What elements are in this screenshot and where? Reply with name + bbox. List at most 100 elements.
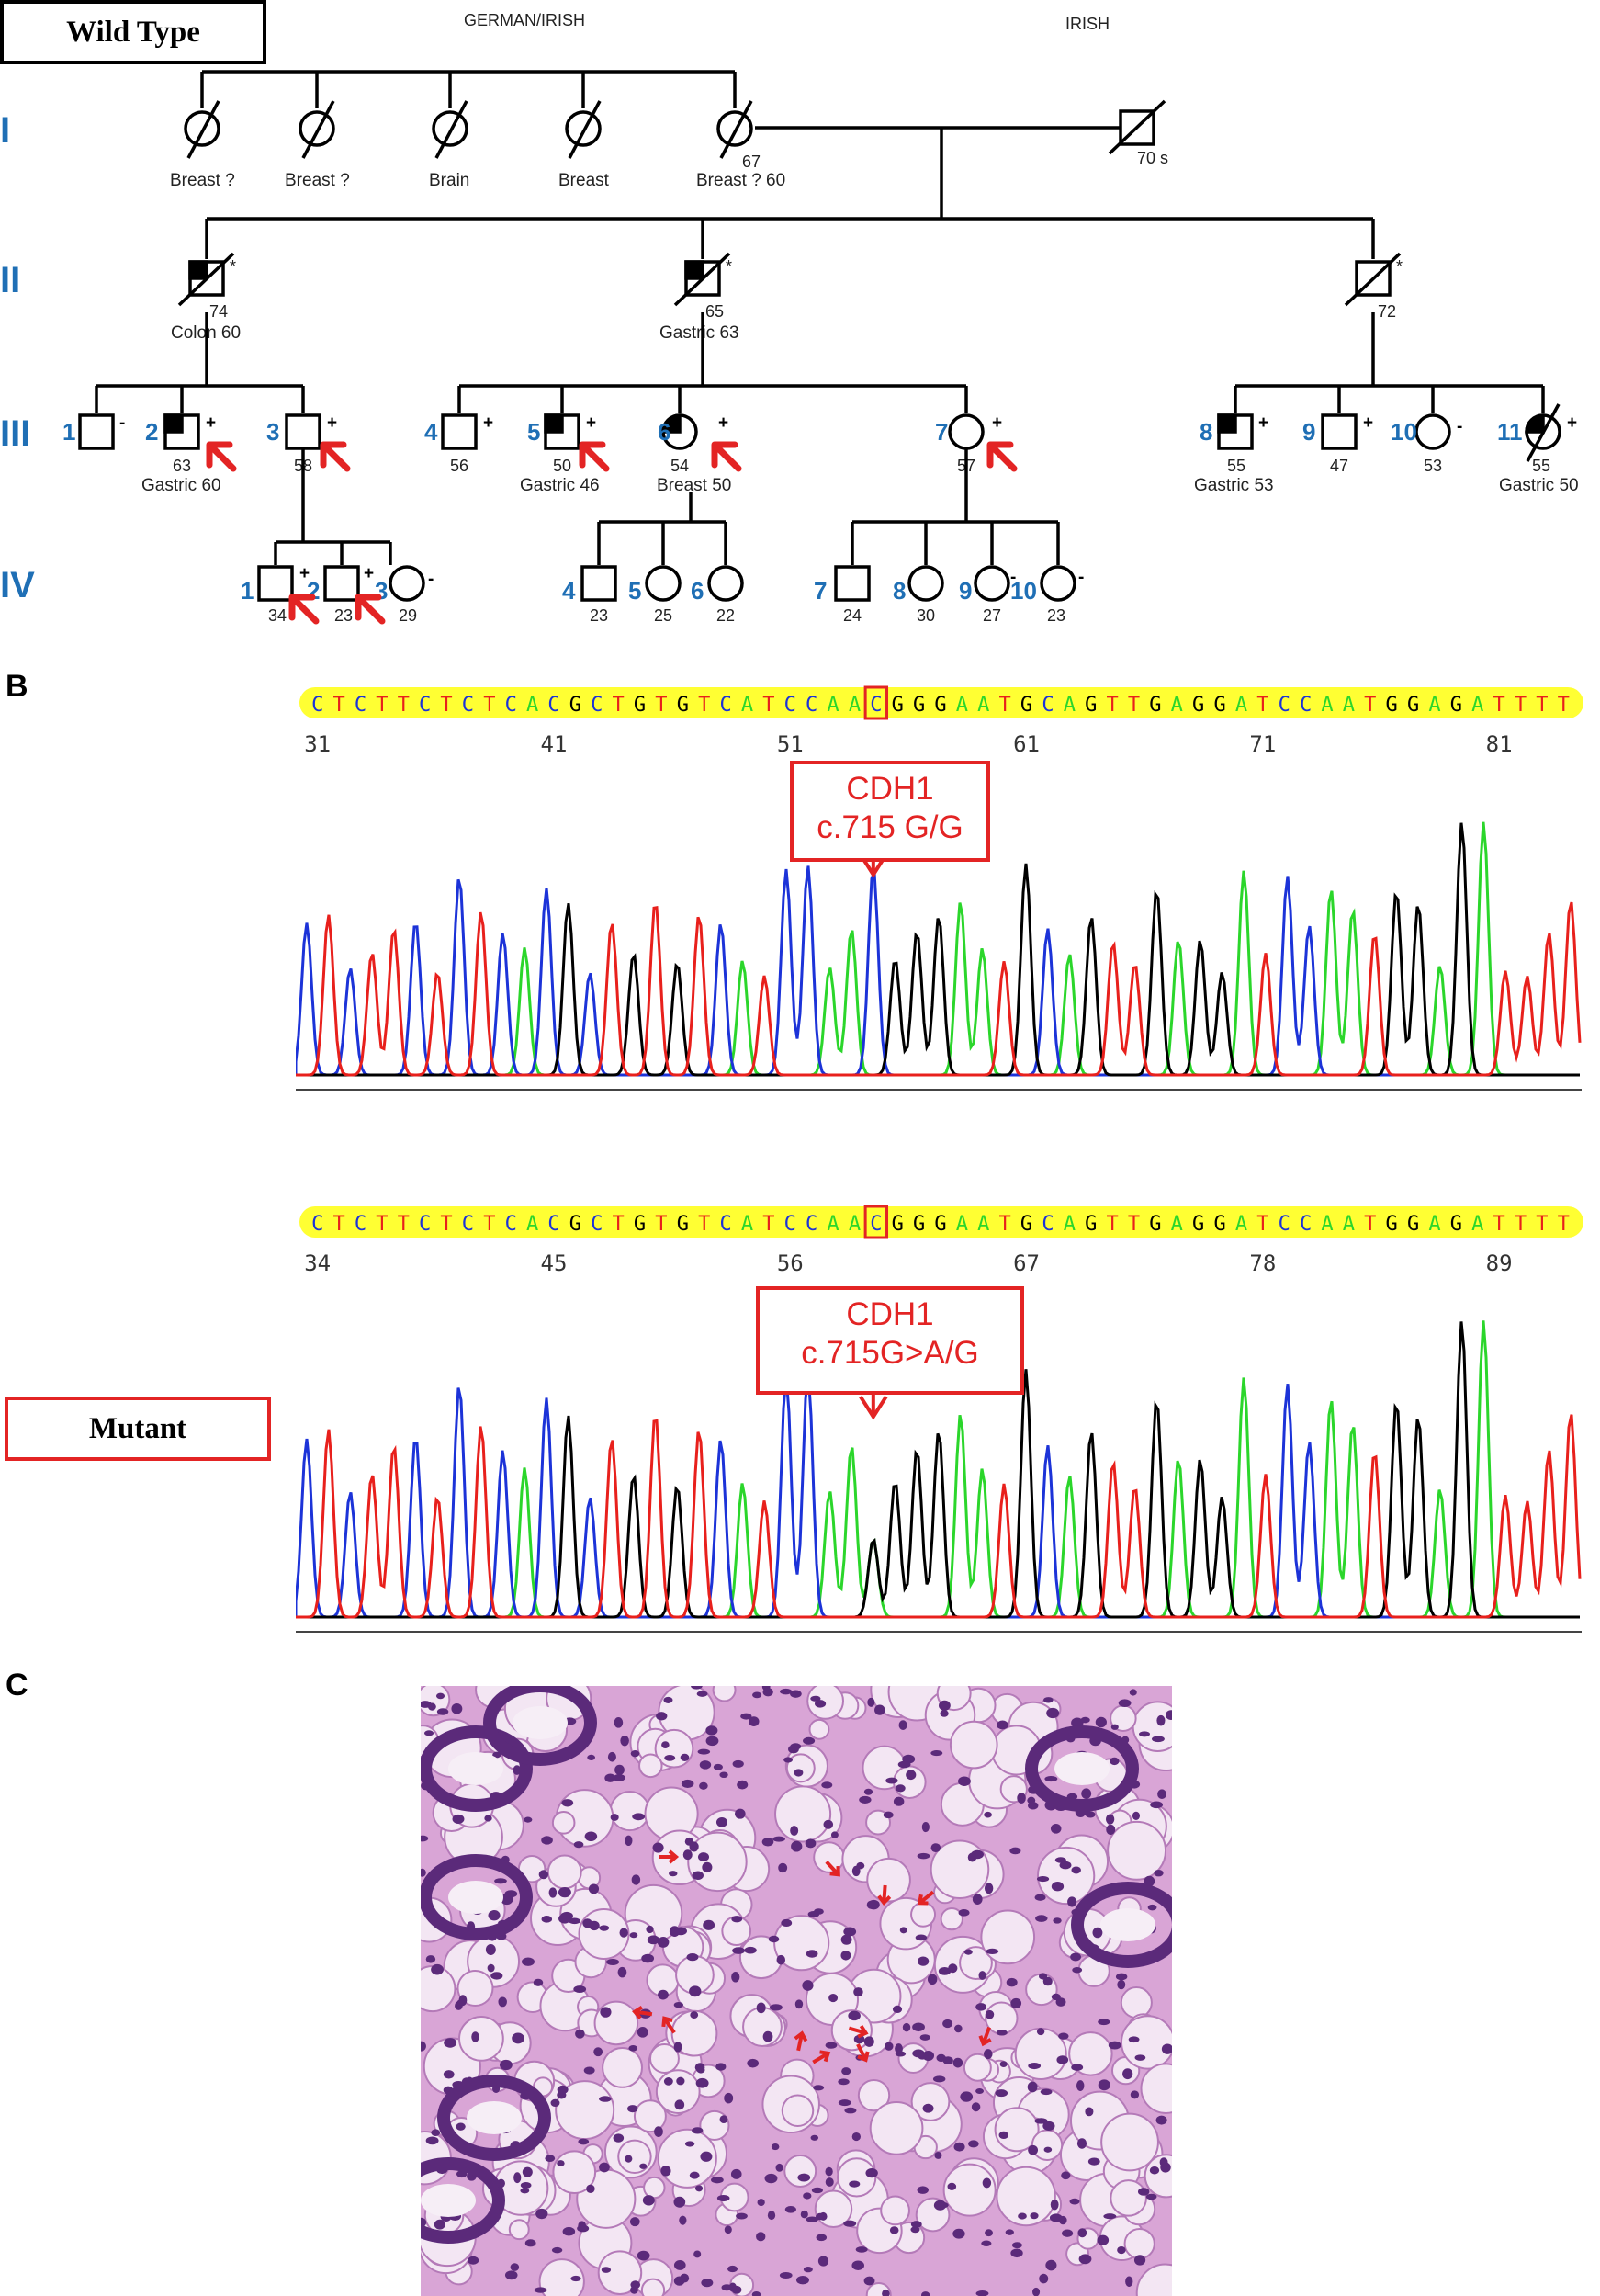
mutant-callout: CDH1 c.715G>A/G — [756, 1286, 1024, 1395]
pedigree-female-iii10 — [1414, 413, 1451, 450]
mutant-base: T — [613, 1213, 625, 1236]
wild-type-callout-variant: c.715 G/G — [817, 809, 963, 845]
mutant-base: T — [655, 1213, 667, 1236]
wild-type-callout-gene: CDH1 — [846, 771, 934, 807]
wild-type-base: T — [398, 694, 410, 717]
mutant-base: C — [311, 1213, 323, 1236]
wild-type-trace-T — [296, 901, 1582, 1077]
mutant-base: G — [934, 1213, 946, 1236]
mutant-base: A — [1235, 1213, 1247, 1236]
pedigree-female-iv5 — [645, 565, 682, 602]
pedigree-male-iii8-affected — [1217, 413, 1254, 450]
gen1-spouse-age: 70 s — [1137, 149, 1168, 167]
mutant-base: C — [1300, 1213, 1312, 1236]
mutant-base: G — [892, 1213, 904, 1236]
gen3-age-4: 56 — [450, 457, 468, 475]
wild-type-base: T — [999, 694, 1011, 717]
pedigree-female-iv6 — [707, 565, 744, 602]
pedigree-male-ii2-affected — [673, 252, 731, 307]
gen3-note-11: Gastric 50 — [1499, 476, 1579, 495]
mutant-base: T — [698, 1213, 710, 1236]
gen4-age-6: 22 — [716, 606, 735, 625]
mutant-base: T — [440, 1213, 452, 1236]
gen3-id-7: 7 — [935, 418, 948, 446]
wild-type-base: G — [1020, 694, 1032, 717]
gen4-id-10: 10 — [1010, 577, 1037, 605]
wild-type-base: A — [1428, 694, 1440, 717]
gen1-note-3: Brain — [429, 171, 469, 190]
wild-type-base: G — [892, 694, 904, 717]
mutant-base: T — [762, 1213, 774, 1236]
mutant-base: T — [999, 1213, 1011, 1236]
wild-type-sequence-background — [299, 687, 1583, 718]
mutant-base: A — [741, 1213, 753, 1236]
gen3-id-5: 5 — [527, 418, 540, 446]
wild-type-base: T — [613, 694, 625, 717]
gen3-status-1: - — [119, 413, 125, 433]
gen4-id-4: 4 — [562, 577, 576, 605]
pedigree-male-iv7 — [834, 565, 871, 602]
pedigree-lines-gen1 — [200, 70, 1375, 259]
pedigree-female-iv8 — [907, 565, 944, 602]
pedigree-male-iv4 — [580, 565, 617, 602]
wild-type-base: A — [849, 694, 861, 717]
pedigree-male-iii9 — [1321, 413, 1358, 450]
wild-type-base: C — [591, 694, 603, 717]
wild-type-position-label: 41 — [541, 731, 568, 757]
wild-type-base: A — [977, 694, 989, 717]
gen3-status-9: + — [1363, 413, 1373, 433]
mutant-base: T — [1128, 1213, 1140, 1236]
histology-micrograph — [421, 1686, 1172, 2296]
wild-type-base: T — [376, 694, 388, 717]
gen1-note-5: Breast ? 60 — [696, 171, 785, 190]
wild-type-base: C — [547, 694, 559, 717]
mutant-base: C — [419, 1213, 431, 1236]
mutant-base: C — [462, 1213, 474, 1236]
wild-type-base: G — [1192, 694, 1204, 717]
gen4-id-9: 9 — [959, 577, 972, 605]
pedigree-male-iv2 — [323, 565, 360, 602]
gen4-id-6: 6 — [691, 577, 704, 605]
wild-type-base: C — [505, 694, 517, 717]
mutant-chromatogram — [296, 1286, 1582, 1633]
wild-type-base: A — [526, 694, 538, 717]
mutant-base: T — [1515, 1213, 1527, 1236]
gen4-status-1: + — [299, 564, 310, 583]
gen4-age-7: 24 — [843, 606, 862, 625]
gen3-status-7: + — [992, 413, 1002, 433]
pedigree-lines-gen4 — [274, 448, 1060, 565]
gen4-age-5: 25 — [654, 606, 672, 625]
generation-label-i: I — [0, 110, 10, 151]
wild-type-base: G — [1213, 694, 1225, 717]
gen3-age-6: 54 — [670, 457, 689, 475]
mutant-base: A — [827, 1213, 839, 1236]
histology-cell-arrow — [848, 2024, 869, 2039]
histology-cell-arrow — [825, 1861, 840, 1877]
ancestry-right-label: IRISH — [1065, 15, 1110, 33]
gen4-age-10: 23 — [1047, 606, 1065, 625]
gen2-age-2: 65 — [705, 302, 724, 321]
gen2-age-3: 72 — [1378, 302, 1396, 321]
pedigree-male-ii1-affected — [177, 252, 235, 307]
wild-type-base: A — [827, 694, 839, 717]
mutant-base: C — [784, 1213, 796, 1236]
mutant-base: C — [870, 1213, 882, 1236]
gen3-age-11: 55 — [1532, 457, 1550, 475]
svg-text:*: * — [1396, 257, 1403, 276]
mutant-base: G — [1149, 1213, 1161, 1236]
mutant-base: C — [1279, 1213, 1290, 1236]
gen4-id-1: 1 — [241, 577, 254, 605]
mutant-base: A — [1171, 1213, 1183, 1236]
gen4-age-4: 23 — [590, 606, 608, 625]
mutant-base: G — [634, 1213, 646, 1236]
pedigree-female-i2 — [299, 100, 335, 159]
wild-type-callout: CDH1 c.715 G/G — [790, 761, 990, 862]
wild-type-base: A — [741, 694, 753, 717]
gen3-id-3: 3 — [266, 418, 279, 446]
pedigree-female-iv9 — [974, 565, 1010, 602]
mutant-base: G — [1192, 1213, 1204, 1236]
mutant-base: C — [591, 1213, 603, 1236]
histology-cell-arrow — [632, 2005, 653, 2019]
